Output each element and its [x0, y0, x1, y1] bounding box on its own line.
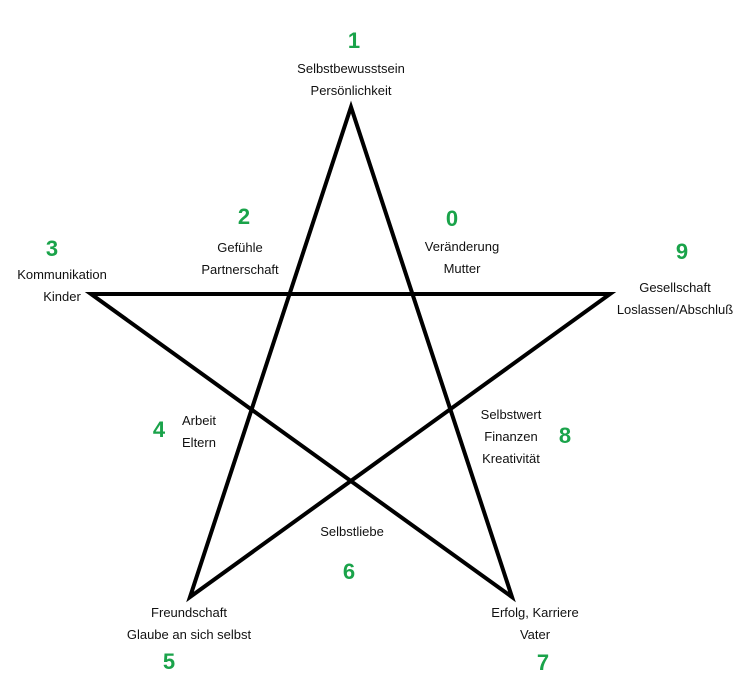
position-label-7-line-2: Vater	[519, 627, 551, 642]
position-label-5-line-1: Freundschaft	[151, 605, 227, 620]
position-label-9-line-1: Gesellschaft	[639, 280, 711, 295]
position-label-2: Gefühle Partnerschaft	[201, 237, 278, 281]
position-label-4: Arbeit Eltern	[182, 410, 216, 454]
position-label-0: Veränderung Mutter	[425, 236, 499, 280]
position-label-2-line-1: Gefühle	[217, 240, 263, 255]
position-number-8: 8	[558, 423, 572, 448]
position-number-7: 7	[536, 650, 550, 675]
position-number-9: 9	[675, 239, 689, 264]
position-label-9: Gesellschaft Loslassen/Abschluß	[617, 277, 733, 321]
position-number-2: 2	[237, 204, 251, 229]
position-label-3-line-2: Kinder	[43, 289, 81, 304]
position-label-1-line-2: Persönlichkeit	[310, 83, 392, 98]
position-label-8-line-1: Selbstwert	[480, 407, 542, 422]
position-number-6: 6	[342, 559, 356, 584]
position-label-0-line-1: Veränderung	[424, 239, 500, 254]
position-label-5: Freundschaft Glaube an sich selbst	[127, 602, 251, 646]
position-label-3-line-1: Kommunikation	[17, 267, 107, 282]
position-number-5: 5	[162, 649, 176, 674]
position-label-1-line-1: Selbstbewusstsein	[297, 61, 405, 76]
position-label-3: Kommunikation Kinder	[17, 264, 107, 308]
position-label-5-line-2: Glaube an sich selbst	[126, 627, 252, 642]
position-label-4-line-2: Eltern	[182, 435, 216, 450]
position-label-2-line-2: Partnerschaft	[201, 262, 279, 277]
position-label-9-line-2: Loslassen/Abschluß	[616, 302, 734, 317]
position-label-6: Selbstliebe	[320, 521, 384, 543]
position-label-1: Selbstbewusstsein Persönlichkeit	[297, 58, 405, 102]
position-number-0: 0	[445, 206, 459, 231]
pentagram-lines	[84, 100, 617, 603]
position-label-8: Selbstwert Finanzen Kreativität	[481, 404, 542, 470]
position-number-4: 4	[152, 417, 166, 442]
position-number-3: 3	[45, 236, 59, 261]
position-label-8-line-3: Kreativität	[482, 451, 540, 466]
position-label-7: Erfolg, Karriere Vater	[491, 602, 578, 646]
position-number-1: 1	[347, 28, 361, 53]
position-label-6-line-1: Selbstliebe	[320, 524, 384, 539]
position-label-0-line-2: Mutter	[443, 261, 481, 276]
position-label-7-line-1: Erfolg, Karriere	[491, 605, 579, 620]
position-label-8-line-2: Finanzen	[484, 429, 538, 444]
position-label-4-line-1: Arbeit	[182, 413, 216, 428]
